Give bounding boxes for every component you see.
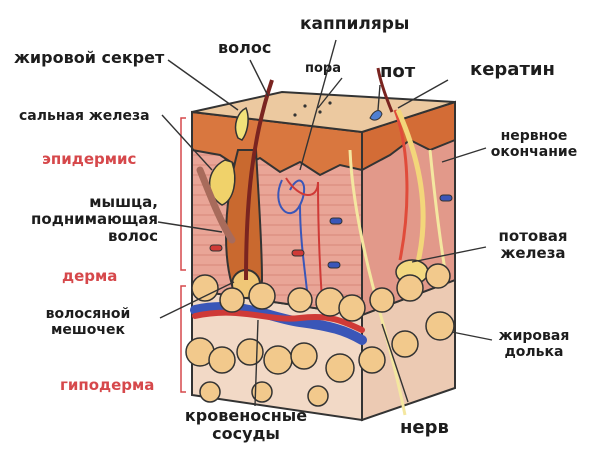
label-hypodermis: гиподерма bbox=[60, 376, 155, 394]
fat-lobule bbox=[199, 381, 221, 403]
label-sebum: жировой секрет bbox=[14, 48, 165, 67]
sebum-drop bbox=[234, 106, 249, 141]
nerve-ending-fiber bbox=[428, 149, 447, 271]
label-dermis: дерма bbox=[62, 267, 118, 285]
sweat-drop bbox=[369, 110, 383, 121]
fat-lobule bbox=[391, 330, 419, 358]
sweat-gland bbox=[393, 108, 429, 285]
arrector-muscle bbox=[196, 166, 236, 244]
fat-lobule bbox=[191, 274, 219, 302]
fat-lobule bbox=[396, 274, 424, 302]
fat-lobule bbox=[425, 263, 451, 289]
label-sweat: пот bbox=[380, 61, 416, 82]
fat-lobule bbox=[263, 345, 293, 375]
dermis-cells bbox=[209, 194, 453, 269]
label-pore: пора bbox=[305, 61, 341, 76]
fat-lobule bbox=[208, 346, 236, 374]
fat-lobule bbox=[290, 342, 318, 370]
keratin-hair bbox=[376, 67, 394, 113]
fat-lobule bbox=[251, 381, 273, 403]
fat-lobule bbox=[369, 287, 395, 313]
hair-shaft bbox=[244, 79, 274, 281]
layer-brackets bbox=[180, 117, 186, 393]
fat-lobule bbox=[219, 287, 245, 313]
fat-lobule bbox=[325, 353, 355, 383]
fat-lobule bbox=[338, 294, 366, 322]
label-capillaries: каппиляры bbox=[300, 14, 410, 34]
label-keratin: кератин bbox=[470, 59, 555, 80]
label-hair: волос bbox=[218, 38, 272, 57]
fat-lobule bbox=[307, 385, 329, 407]
fat-lobule bbox=[425, 311, 455, 341]
leader-lines bbox=[157, 39, 493, 407]
label-sebaceous-gland: сальная железа bbox=[19, 108, 150, 124]
label-nerve: нерв bbox=[400, 417, 449, 438]
fat-lobule bbox=[358, 346, 386, 374]
fat-lobule bbox=[236, 338, 264, 366]
fat-lobule bbox=[287, 287, 313, 313]
fat-lobule bbox=[248, 282, 276, 310]
label-epidermis: эпидермис bbox=[42, 150, 137, 168]
sebaceous-gland bbox=[208, 159, 236, 206]
